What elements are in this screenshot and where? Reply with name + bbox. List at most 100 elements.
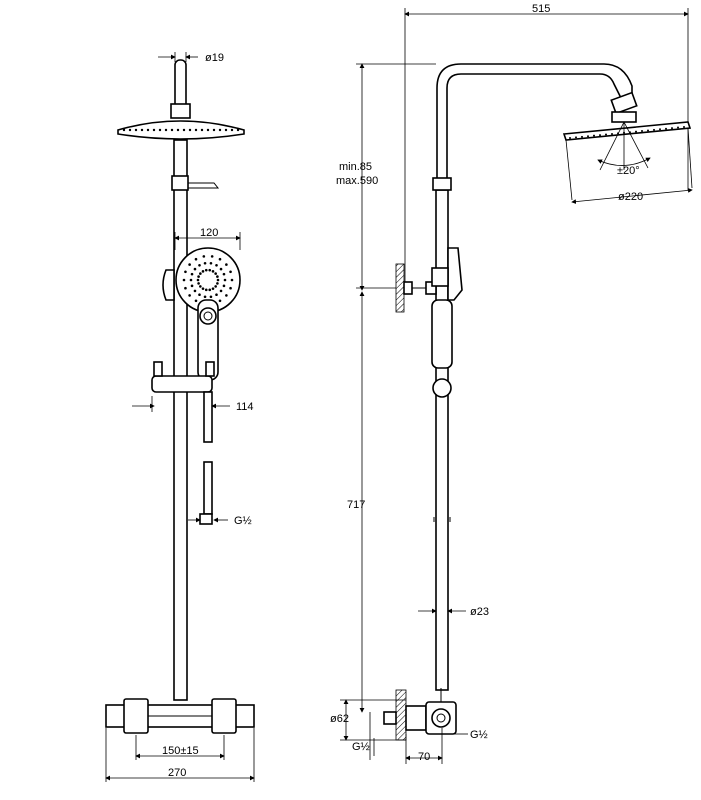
nozzle-dot	[605, 133, 607, 136]
nozzle-dot	[199, 272, 202, 275]
front-hose-lower	[203, 461, 213, 515]
nozzle-dot	[225, 263, 228, 266]
nozzle-dot	[122, 128, 126, 132]
nozzle-dot	[212, 128, 216, 132]
nozzle-dot	[587, 135, 589, 138]
dim-120: 120	[174, 227, 241, 250]
nozzle-dot	[208, 288, 212, 292]
nozzle-dot	[198, 293, 201, 297]
side-slider-knob	[432, 378, 452, 398]
nozzle-dot	[188, 128, 192, 132]
dim-g12-right: G½	[452, 729, 488, 741]
nozzle-dot	[222, 284, 226, 288]
nozzle-dot	[211, 270, 215, 273]
front-view: ø19 120	[105, 52, 255, 782]
nozzle-dot	[209, 261, 213, 265]
nozzle-dot	[214, 272, 217, 275]
nozzle-dot	[211, 287, 215, 290]
dim-g12-front: G½	[188, 515, 252, 527]
label-phi19: ø19	[205, 52, 224, 64]
nozzle-dot	[665, 127, 667, 130]
nozzle-dot	[215, 263, 218, 267]
dim-270: 270	[105, 728, 255, 782]
nozzle-dot	[216, 275, 219, 278]
nozzle-dot	[182, 278, 186, 282]
nozzle-dot	[653, 128, 655, 131]
nozzle-dot	[218, 257, 222, 261]
label-phi23: ø23	[470, 606, 489, 618]
dim-150: 150±15	[135, 735, 225, 760]
nozzle-dot	[200, 128, 204, 132]
nozzle-dot	[184, 270, 187, 274]
nozzle-dot	[230, 278, 234, 282]
nozzle-dot	[581, 135, 583, 138]
nozzle-dot	[128, 128, 132, 132]
nozzle-dot	[677, 126, 679, 129]
front-hand-shower	[175, 247, 241, 381]
nozzle-dot	[199, 285, 202, 288]
dim-phi220: ø220	[571, 188, 693, 204]
nozzle-dot	[182, 128, 186, 132]
nozzle-dot	[218, 128, 222, 132]
nozzle-dot	[216, 278, 220, 282]
nozzle-dot	[152, 128, 156, 132]
nozzle-dot	[575, 136, 577, 139]
side-shelf	[432, 177, 452, 191]
nozzle-dot	[198, 263, 201, 267]
nozzle-dot	[164, 128, 168, 132]
dim-phi19: ø19	[158, 52, 224, 64]
nozzle-dot	[158, 128, 162, 132]
side-hand-shower	[431, 247, 463, 369]
nozzle-dot	[190, 284, 194, 288]
label-phi62: ø62	[330, 713, 349, 725]
nozzle-dot	[146, 128, 150, 132]
front-shelf	[171, 175, 189, 191]
nozzle-dot	[214, 285, 217, 288]
label-g12-right: G½	[470, 729, 488, 741]
front-rain-head	[117, 120, 245, 140]
nozzle-dot	[189, 278, 193, 282]
nozzle-dot	[222, 272, 226, 276]
dim-114: 114	[132, 396, 254, 413]
nozzle-dot	[635, 130, 637, 133]
front-shelf-tray	[188, 182, 220, 189]
rain-head-nozzles	[122, 128, 240, 132]
dim-phi62: ø62	[330, 699, 406, 741]
front-thermostatic-mixer	[105, 698, 255, 734]
label-120: 120	[200, 227, 218, 239]
nozzle-dot	[188, 294, 191, 297]
front-hand-holder	[162, 269, 175, 301]
nozzle-dot	[229, 270, 232, 274]
label-min: min.85	[339, 161, 372, 173]
label-150: 150±15	[162, 745, 199, 757]
nozzle-dot	[671, 127, 673, 130]
nozzle-dot	[201, 270, 205, 273]
nozzle-dot	[209, 295, 213, 299]
nozzle-dot	[206, 128, 210, 132]
nozzle-dot	[683, 125, 685, 128]
nozzle-dot	[170, 128, 174, 132]
nozzle-dot	[223, 278, 227, 282]
front-swivel-joint	[170, 103, 191, 119]
nozzle-dot	[224, 128, 228, 132]
nozzle-dot	[236, 128, 240, 132]
nozzle-dot	[569, 137, 571, 139]
label-70: 70	[418, 751, 430, 763]
nozzle-dot	[194, 257, 198, 261]
label-max: max.590	[336, 175, 378, 187]
dim-minmax: min.85 max.590	[336, 63, 436, 291]
nozzle-dot	[184, 286, 187, 290]
label-g12-front: G½	[234, 515, 252, 527]
hand-shower-nozzles	[182, 255, 234, 305]
front-hose-nut	[199, 513, 213, 525]
side-view: 515 ±20° ø220 min.85	[330, 3, 693, 764]
dim-phi23: ø23	[418, 606, 489, 618]
side-rain-head-nozzles	[569, 125, 685, 139]
nozzle-dot	[641, 130, 643, 133]
nozzle-dot	[599, 134, 601, 137]
nozzle-dot	[204, 268, 208, 272]
nozzle-dot	[593, 134, 595, 137]
nozzle-dot	[203, 295, 207, 299]
label-270: 270	[168, 767, 186, 779]
